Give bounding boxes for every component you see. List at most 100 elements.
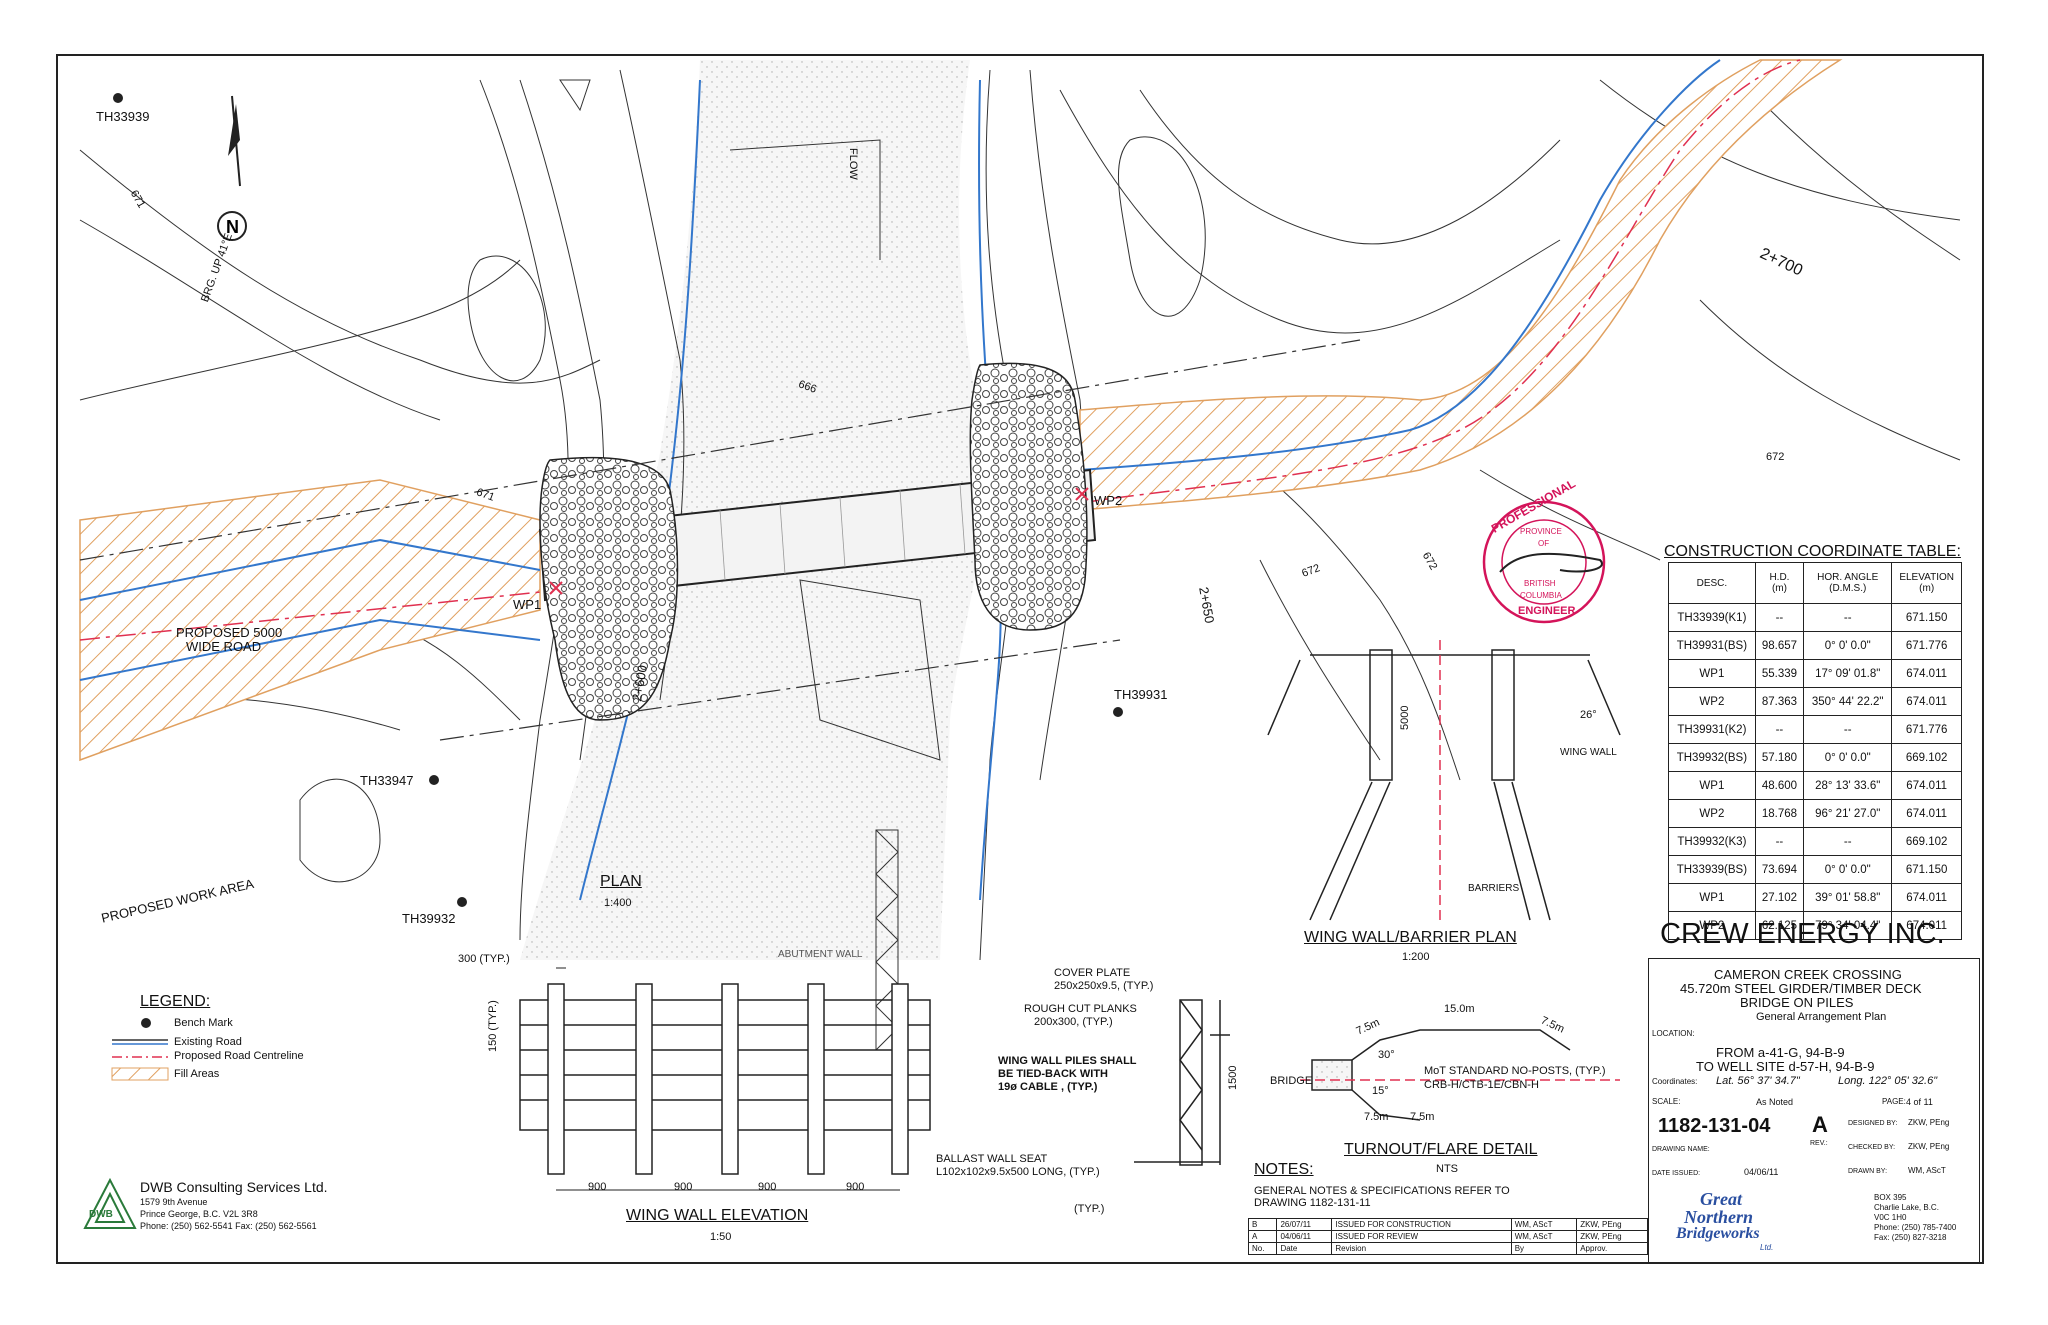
tie-note-line2: BE TIED-BACK WITH xyxy=(998,1068,1108,1080)
coord-cell: WP2 xyxy=(1668,687,1756,716)
rev-cell: 04/06/11 xyxy=(1276,1230,1333,1243)
wing-plan-angle: 26° xyxy=(1580,709,1597,721)
planks-size: 200x300, (TYP.) xyxy=(1034,1016,1113,1028)
coord-cell: 671.776 xyxy=(1891,631,1962,660)
coord-header-elev: ELEVATION(m) xyxy=(1891,562,1962,604)
rev-label: REV.: xyxy=(1810,1140,1828,1147)
latitude: Lat. 56° 37' 34.7" xyxy=(1716,1075,1800,1087)
benchmark-label-th39931: TH39931 xyxy=(1114,687,1168,702)
turnout-scale: NTS xyxy=(1436,1163,1458,1175)
table-row: TH39932(K3)----669.102 xyxy=(1668,827,1962,856)
coord-cell: TH33939(K1) xyxy=(1668,603,1756,632)
wing-wall-elevation-drawing xyxy=(519,967,931,1191)
coord-header-hd: H.D.(m) xyxy=(1754,562,1805,604)
work-point-label-wp2: WP2 xyxy=(1094,493,1123,508)
notes-line2: DRAWING 1182-131-11 xyxy=(1254,1197,1371,1209)
plan-title: PLAN xyxy=(600,873,642,890)
legend-symbols xyxy=(111,1018,169,1081)
title-block-frame xyxy=(1648,958,1980,1264)
location-label: LOCATION: xyxy=(1652,1029,1695,1038)
legend-item-existing-road: Existing Road xyxy=(174,1036,242,1048)
drawn-label: DRAWN BY: xyxy=(1848,1168,1888,1175)
coord-cell: 669.102 xyxy=(1891,743,1962,772)
benchmark-label-th39932: TH39932 xyxy=(402,911,456,926)
designed-by: ZKW, PEng xyxy=(1908,1118,1950,1127)
project-line1: CAMERON CREEK CROSSING xyxy=(1714,967,1902,982)
legend-title: LEGEND: xyxy=(140,993,211,1010)
ballast-label: BALLAST WALL SEAT xyxy=(936,1153,1048,1165)
work-point-label-wp1: WP1 xyxy=(513,597,542,612)
gnb-address: Charlie Lake, B.C. xyxy=(1874,1203,1939,1212)
checked-label: CHECKED BY: xyxy=(1848,1144,1896,1151)
coord-cell: -- xyxy=(1803,603,1893,632)
coord-cell: 671.150 xyxy=(1891,603,1962,632)
legend-item-fill-areas: Fill Areas xyxy=(174,1068,220,1080)
turnout-bridge-label: BRIDGE xyxy=(1270,1075,1313,1087)
coord-cell: 57.180 xyxy=(1754,743,1805,772)
client-name: CREW ENERGY INC. xyxy=(1660,918,1945,950)
coord-cell: 28° 13' 33.6" xyxy=(1803,771,1893,800)
coord-cell: TH39931(K2) xyxy=(1668,715,1756,744)
consultant-address1: 1579 9th Avenue xyxy=(140,1197,208,1207)
coord-cell: WP2 xyxy=(1668,799,1756,828)
coord-cell: TH33939(BS) xyxy=(1668,855,1756,884)
notes-line1: GENERAL NOTES & SPECIFICATIONS REFER TO xyxy=(1254,1185,1510,1197)
table-row: B 26/07/11 ISSUED FOR CONSTRUCTION WM, A… xyxy=(1247,1218,1648,1231)
coord-header-desc: DESC. xyxy=(1668,562,1756,604)
stamp-text-engineer: ENGINEER xyxy=(1518,605,1576,617)
north-letter: N xyxy=(226,217,239,237)
legend-item-centreline: Proposed Road Centreline xyxy=(174,1050,304,1062)
coord-cell: 671.150 xyxy=(1891,855,1962,884)
longitude: Long. 122° 05' 32.6" xyxy=(1838,1075,1938,1087)
coord-cell: 669.102 xyxy=(1891,827,1962,856)
elevation-spacing: 900 xyxy=(674,1181,693,1193)
page-value: 4 of 11 xyxy=(1906,1097,1933,1107)
coord-cell: 98.657 xyxy=(1754,631,1805,660)
coord-cell: -- xyxy=(1754,827,1805,856)
page-label: PAGE: xyxy=(1882,1097,1906,1106)
elevation-spacing: 900 xyxy=(846,1181,865,1193)
tie-note-line3: 19ø CABLE , (TYP.) xyxy=(998,1081,1098,1093)
coord-cell: 96° 21' 27.0" xyxy=(1803,799,1893,828)
stamp-text-of: OF xyxy=(1538,539,1550,548)
date-issued-label: DATE ISSUED: xyxy=(1652,1170,1701,1177)
coord-cell: 55.339 xyxy=(1754,659,1805,688)
drawn-by: WM, AScT xyxy=(1908,1166,1946,1175)
stamp-text-british: BRITISH xyxy=(1524,579,1556,588)
coord-cell: 0° 0' 0.0" xyxy=(1803,631,1893,660)
cover-plate-label: COVER PLATE xyxy=(1054,967,1131,979)
turnout-dim: 7.5m xyxy=(1410,1111,1435,1123)
engineer-stamp-seal xyxy=(1482,500,1606,624)
wing-wall-section-drawing xyxy=(1134,999,1230,1166)
legend-item-bench-mark: Bench Mark xyxy=(174,1017,233,1029)
revision-letter: A xyxy=(1812,1112,1828,1137)
table-row: A 04/06/11 ISSUED FOR REVIEW WM, AScT ZK… xyxy=(1247,1230,1648,1243)
turnout-angle: 15° xyxy=(1372,1085,1389,1097)
rev-header: By xyxy=(1510,1242,1578,1255)
drawing-subtitle: General Arrangement Plan xyxy=(1756,1011,1887,1023)
checked-by: ZKW, PEng xyxy=(1908,1142,1950,1151)
contour-label: 672 xyxy=(1766,451,1785,463)
coord-cell: 674.011 xyxy=(1891,687,1962,716)
wing-wall-plan-drawing xyxy=(1267,640,1621,921)
gnb-address: Fax: (250) 827-3218 xyxy=(1874,1233,1947,1242)
work-point-markers xyxy=(549,487,1089,595)
existing-road-lines xyxy=(79,59,1721,901)
coordinates-label: Coordinates: xyxy=(1652,1077,1698,1086)
abutment-wall-label: ABUTMENT WALL xyxy=(778,949,863,960)
plan-scale: 1:400 xyxy=(604,897,632,909)
coord-cell: 39° 01' 58.8" xyxy=(1803,883,1893,912)
coord-cell: 350° 44' 22.2" xyxy=(1803,687,1893,716)
coord-cell: -- xyxy=(1803,827,1893,856)
tie-note-line1: WING WALL PILES SHALL xyxy=(998,1055,1137,1067)
scale-label: SCALE: xyxy=(1652,1097,1681,1106)
gnb-logo-northern: Northern xyxy=(1684,1207,1754,1227)
coord-cell: 0° 0' 0.0" xyxy=(1803,855,1893,884)
elevation-dim-side: 150 (TYP.) xyxy=(487,1000,499,1052)
wing-plan-scale: 1:200 xyxy=(1402,951,1430,963)
